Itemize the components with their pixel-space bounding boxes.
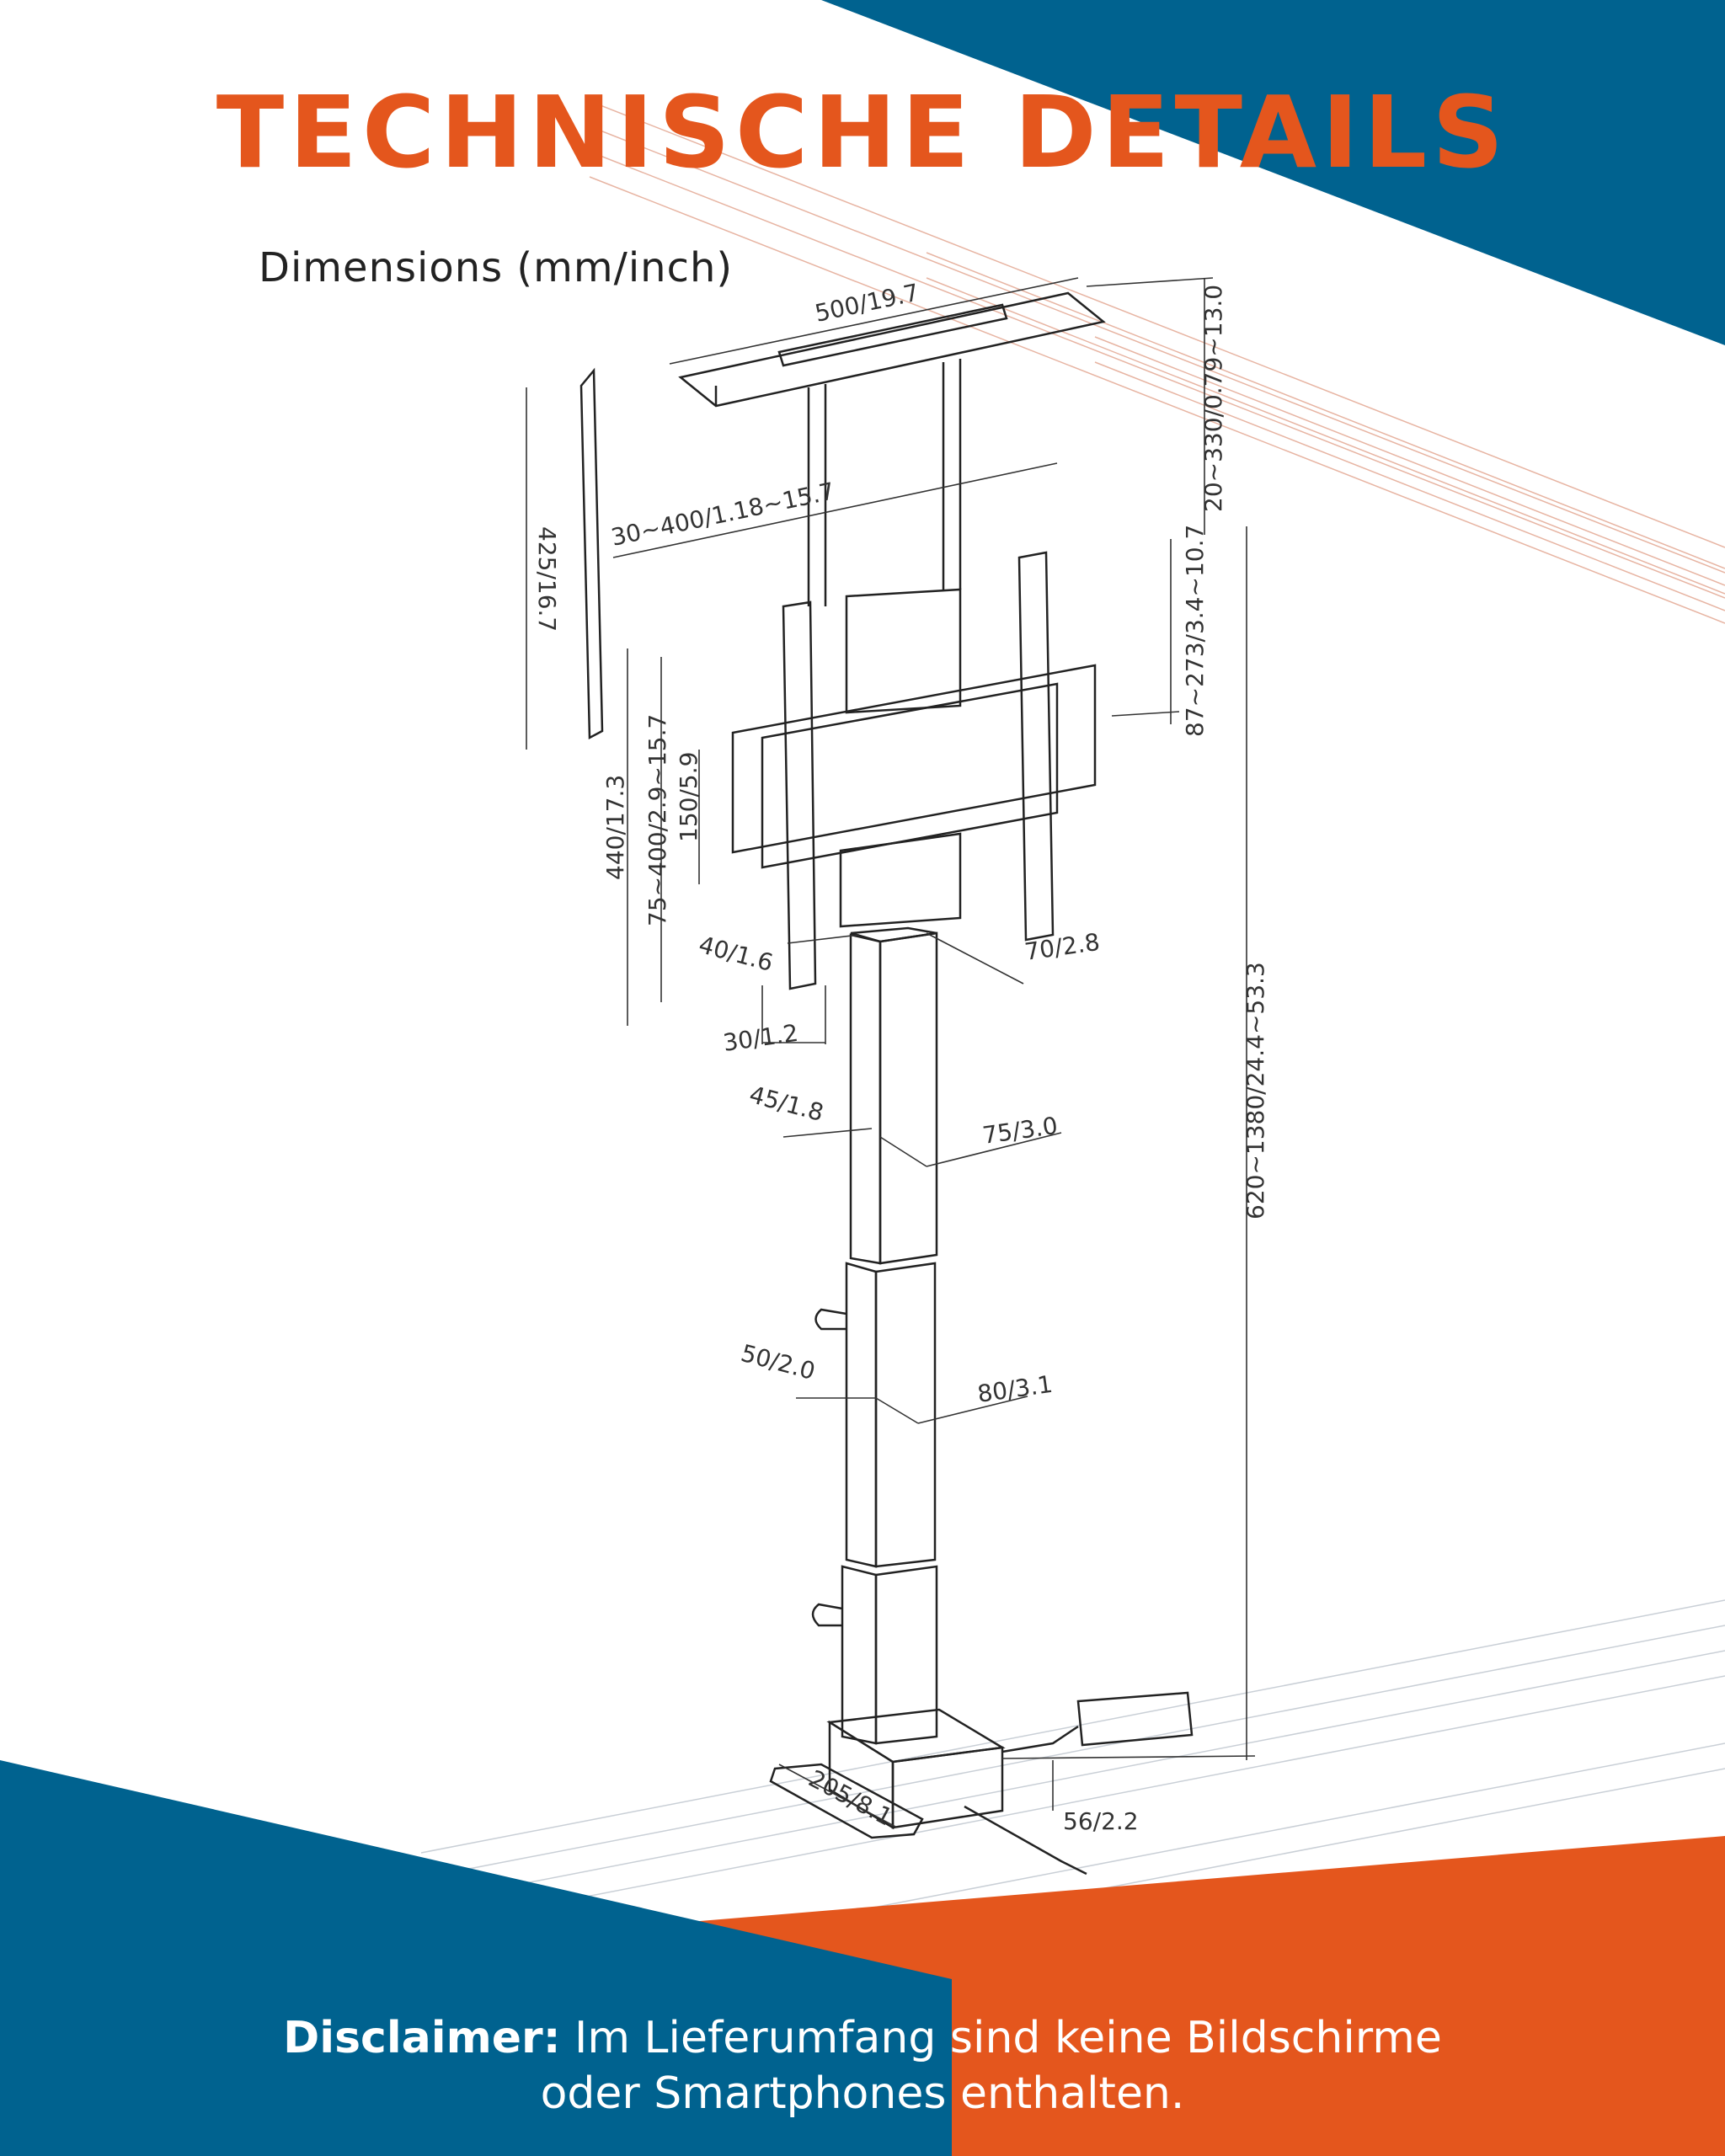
horizontal-mount-bar [731, 664, 1097, 854]
dim-col-low-depth: 50/2.0 [738, 1339, 818, 1385]
dim-arm-spacing: 30~400/1.18~15.7 [609, 477, 837, 551]
base-box [826, 1708, 1006, 1764]
tv-arm-right [1017, 551, 1055, 942]
dim-col-top-depth: 40/1.6 [696, 931, 776, 977]
dim-top-depth: 20~330/0.79~13.0 [1199, 285, 1227, 512]
lower-carriage [839, 832, 962, 928]
dim-base-height: 56/2.2 [1063, 1807, 1139, 1835]
page-title: TECHNISCHE DETAILS [216, 74, 1509, 190]
power-cable [964, 1805, 1087, 1876]
carriage-box [845, 588, 962, 714]
side-wall-plate [579, 367, 604, 740]
disclaimer-line-2: oder Smartphones enthalten. [540, 2068, 1185, 2119]
disclaimer-text-1: Im Lieferumfang sind keine Bildschirme [574, 2013, 1442, 2063]
control-cable [1001, 1725, 1079, 1753]
control-box [1076, 1691, 1194, 1747]
dim-plate-height: 425/16.7 [533, 526, 561, 632]
dim-col-top-width: 70/2.8 [1023, 928, 1101, 966]
dimensions-subtitle: Dimensions (mm/inch) [259, 244, 734, 291]
bottom-blue-band [0, 1760, 952, 2156]
dim-vesa-vertical: 75~400/2.9~15.7 [644, 714, 671, 926]
dim-col-low-width: 80/3.1 [975, 1370, 1054, 1408]
top-bracket-slot [777, 303, 1008, 367]
tv-arm-left [782, 600, 817, 990]
dim-total-height: 620~1380/24.4~53.3 [1242, 962, 1269, 1219]
top-blue-band [821, 0, 1725, 345]
top-bracket [678, 291, 1106, 408]
dim-col-mid-depth: 45/1.8 [746, 1081, 826, 1127]
dim-bracket-offset: 30/1.2 [721, 1019, 799, 1057]
column-upper [849, 933, 882, 1265]
disclaimer-line-1: Disclaimer: Im Lieferumfang sind keine B… [0, 2013, 1725, 2063]
column-hook-upper [814, 1308, 847, 1331]
upper-hatch-lines [589, 100, 1725, 624]
disclaimer-label: Disclaimer: [283, 2013, 561, 2063]
base-plate [769, 1763, 924, 1839]
column-middle [845, 1262, 878, 1568]
dim-arm-depth: 87~273/3.4~10.7 [1181, 525, 1209, 737]
dim-col-mid-width: 75/3.0 [980, 1112, 1059, 1150]
column-hook-lower [811, 1603, 843, 1627]
dim-top-width: 500/19.7 [813, 279, 921, 328]
dim-bracket-height: 440/17.3 [601, 775, 629, 880]
dim-bracket-inner: 150/5.9 [675, 752, 702, 842]
